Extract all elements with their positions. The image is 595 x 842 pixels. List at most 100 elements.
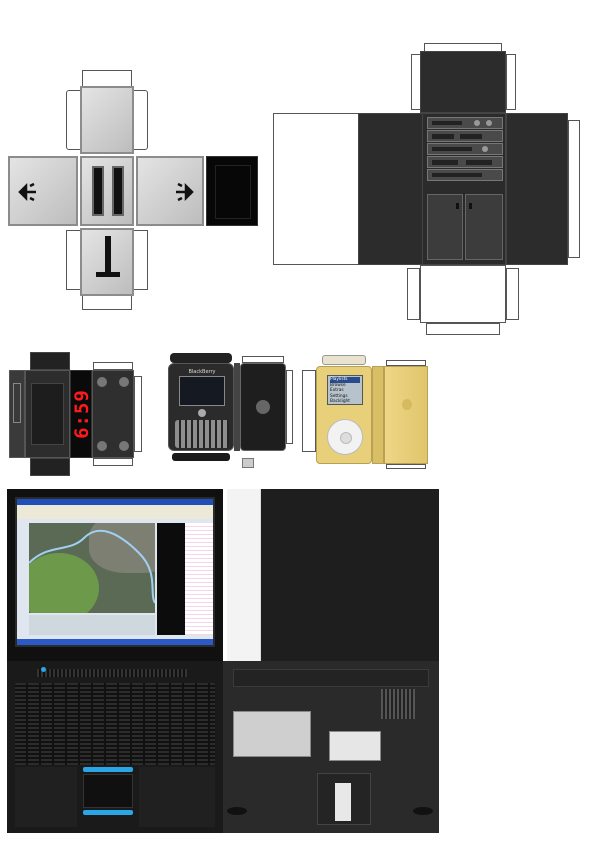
clock-foot — [119, 441, 129, 451]
stereo-face-left — [358, 113, 424, 265]
ipod-face-top — [322, 355, 366, 365]
phone-net: BlackBerry — [160, 350, 295, 470]
stereo-flap-bottom-right — [506, 268, 519, 320]
laptop-photo-grid — [7, 489, 439, 834]
ipod-flap-left — [302, 370, 316, 452]
ipod-menu-item: Extras — [330, 388, 344, 393]
phone-trackball — [198, 409, 206, 417]
clock-face-left — [9, 370, 25, 458]
clock-face-bottom — [30, 458, 70, 476]
service-label — [329, 731, 381, 761]
stereo-flap-bottom — [426, 323, 500, 335]
radio-face-top — [80, 86, 134, 154]
phone-face-back — [240, 363, 286, 451]
ipod-face-side — [372, 366, 384, 464]
clock-foot — [97, 441, 107, 451]
antenna-icon — [18, 182, 36, 202]
touchpad — [83, 774, 133, 808]
stereo-unit-1 — [427, 117, 503, 129]
keyboard — [15, 683, 215, 765]
phone-face-front: BlackBerry — [168, 363, 234, 451]
power-button — [41, 667, 46, 672]
clock-foot — [97, 377, 107, 387]
clock-flap-right — [134, 376, 142, 452]
radio-handle — [105, 236, 111, 276]
stereo-face-front — [422, 113, 506, 265]
stereo-unit-5 — [427, 169, 503, 181]
lid-side-strip — [227, 489, 261, 661]
touchpad-button-bottom — [83, 810, 133, 815]
rubber-foot — [413, 807, 433, 815]
stereo-face-bottom — [420, 265, 506, 323]
ipod-center-button — [340, 432, 352, 444]
regulatory-label — [233, 711, 311, 757]
radio-cube-net — [0, 60, 265, 320]
phone-screen — [179, 376, 225, 406]
clock-face-back — [92, 370, 134, 458]
ipod-flap-bottom — [386, 464, 426, 469]
window-titlebar — [17, 499, 213, 505]
radio-face-bottom — [80, 228, 134, 296]
phone-connector — [242, 458, 254, 468]
radio-face-right — [136, 156, 204, 226]
vent-grille — [381, 689, 415, 719]
ipod-face-front: Playlists Browse Extras Settings Backlig… — [316, 366, 372, 464]
stereo-door-right — [465, 194, 503, 260]
clock-net: 6:59 — [5, 350, 145, 480]
phone-face-side — [234, 363, 240, 451]
palm-rest-left — [15, 767, 77, 827]
clock-foot — [119, 377, 129, 387]
river-path — [29, 529, 155, 604]
ipod-menu-item: Browse — [330, 382, 346, 388]
clock-display: 6:59 — [71, 389, 93, 439]
laptop-underside — [223, 661, 439, 833]
stereo-flap-right — [568, 120, 580, 258]
phone-keyboard — [175, 420, 229, 448]
ipod-flap-top — [386, 360, 426, 366]
speaker-grille — [37, 669, 187, 677]
laptop-lid-back — [223, 489, 439, 661]
radio-handle-base — [96, 272, 120, 277]
phone-brand: BlackBerry — [188, 369, 216, 375]
clock-face-front: 6:59 — [70, 370, 93, 458]
laptop-keyboard-deck — [7, 661, 223, 833]
stereo-face-top — [420, 51, 506, 113]
ipod-click-wheel — [327, 419, 363, 455]
stereo-unit-4 — [427, 156, 503, 168]
clock-face-side — [25, 370, 70, 458]
ipod-menu-item: Backlight — [330, 399, 350, 404]
rubber-foot — [227, 807, 247, 815]
radio-face-back — [206, 156, 258, 226]
radio-flap-bottom-right — [132, 230, 148, 290]
radio-flap-top-right — [132, 90, 148, 150]
ipod-face-back — [384, 366, 428, 464]
stereo-door-left — [427, 194, 463, 260]
radio-face-front — [80, 156, 134, 226]
stereo-net — [270, 40, 590, 340]
side-text-panel — [185, 523, 213, 635]
map-info-area — [29, 615, 155, 635]
ipod-screen: Playlists Browse Extras Settings Backlig… — [327, 375, 363, 405]
phone-flap-right — [286, 370, 293, 444]
serial-sticker — [335, 783, 351, 821]
clock-flap-top — [93, 362, 133, 370]
stereo-face-white — [273, 113, 359, 265]
radio-face-left — [8, 156, 78, 226]
taskbar — [17, 639, 213, 645]
lid-back-panel — [261, 489, 439, 661]
palm-rest-right — [139, 767, 215, 827]
phone-flap-top — [242, 356, 284, 363]
stereo-unit-3 — [427, 143, 503, 155]
clock-flap-bottom — [93, 458, 133, 466]
window-toolbar — [17, 505, 213, 519]
stereo-face-right — [506, 113, 568, 265]
phone-face-bottom — [172, 453, 230, 461]
phone-face-top — [170, 353, 232, 363]
ipod-menu-item: Playlists — [330, 377, 360, 383]
clock-face-top — [30, 352, 70, 370]
antenna-icon — [176, 182, 194, 202]
laptop-display — [15, 497, 215, 647]
ipod-menu-item: Settings — [330, 393, 348, 399]
ipod-menu: Playlists Browse Extras Settings Backlig… — [328, 376, 362, 404]
ipod-net: Playlists Browse Extras Settings Backlig… — [300, 350, 430, 470]
